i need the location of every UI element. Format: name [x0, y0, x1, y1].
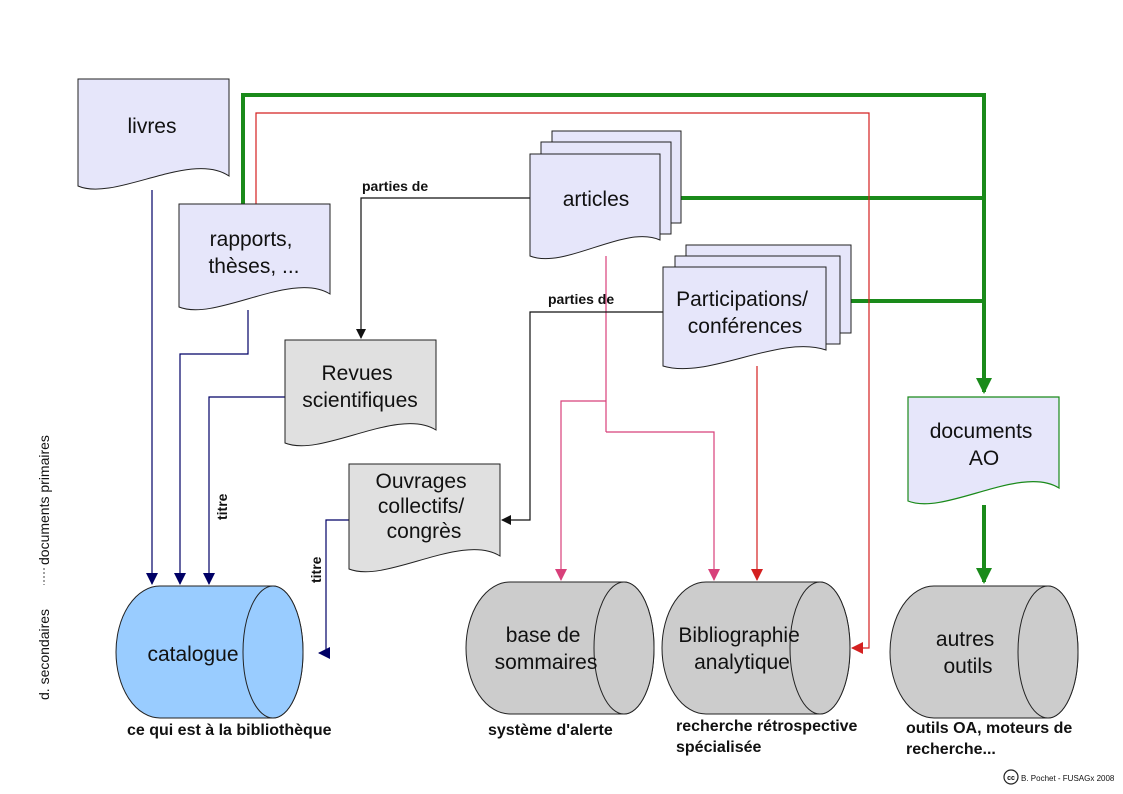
cc-icon-text: cc: [1007, 775, 1015, 782]
caption-bibliographie: recherche rétrospective spécialisée: [676, 718, 862, 756]
credit: cc B. Pochet - FUSAGx 2008: [1003, 769, 1115, 785]
edge-articles-to-sommaires: [555, 400, 606, 581]
edge-articles-to-revues: [356, 197, 530, 339]
edge-rapports-to-ao: [241, 93, 992, 394]
side-labels: documents primaires d. secondaires: [36, 435, 52, 700]
credit-text: B. Pochet - FUSAGx 2008: [1021, 774, 1115, 783]
node-documents-ao-label: documents AO: [930, 420, 1039, 470]
node-sommaires: base de sommaires: [465, 581, 655, 715]
node-articles: articles: [529, 130, 682, 260]
node-livres: livres: [77, 78, 230, 190]
edge-label-parties-de-1: parties de: [362, 178, 428, 194]
side-label-primaires: documents primaires: [36, 435, 52, 565]
edge-label-titre-2: titre: [308, 556, 324, 583]
edge-rapports-to-catalogue: [174, 310, 249, 585]
edge-label-parties-de-2: parties de: [548, 291, 614, 307]
node-participations-label: Participations/ conférences: [676, 288, 814, 338]
node-bibliographie-label: Bibliographie analytique: [678, 624, 805, 674]
node-autres-outils: autres outils: [889, 585, 1079, 719]
node-participations: Participations/ conférences: [662, 244, 852, 370]
node-autres-outils-label: autres outils: [936, 628, 1000, 678]
caption-autres-outils: outils OA, moteurs de recherche...: [906, 720, 1077, 758]
edge-label-titre-1: titre: [214, 493, 230, 520]
side-label-secondaires: d. secondaires: [36, 609, 52, 700]
caption-sommaires: système d'alerte: [488, 722, 613, 739]
node-catalogue: catalogue: [115, 585, 304, 719]
node-rapports-label: rapports, thèses, ...: [208, 228, 299, 278]
edge-revues-to-catalogue: [203, 396, 285, 585]
cc-icon: [1003, 769, 1019, 785]
node-catalogue-label: catalogue: [147, 643, 238, 666]
node-documents-ao: documents AO: [907, 396, 1060, 505]
node-ouvrages: Ouvrages collectifs/ congrès: [348, 463, 501, 573]
node-ouvrages-label: Ouvrages collectifs/ congrès: [376, 470, 473, 543]
node-bibliographie: Bibliographie analytique: [661, 581, 851, 715]
node-revues: Revues scientifiques: [284, 339, 437, 447]
node-livres-label: livres: [127, 115, 176, 138]
edge-articles-to-bibliographie: [606, 431, 720, 581]
edge-participations-to-ouvrages: [501, 311, 663, 525]
node-articles-label: articles: [563, 188, 630, 211]
connectors: [146, 93, 992, 659]
caption-catalogue: ce qui est à la bibliothèque: [127, 722, 332, 739]
node-rapports: rapports, thèses, ...: [178, 203, 331, 311]
edge-rapports-to-bibliographie: [255, 112, 870, 654]
edge-ouvrages-to-catalogue: [318, 519, 349, 659]
node-sommaires-label: base de sommaires: [495, 624, 598, 674]
node-revues-label: Revues scientifiques: [302, 362, 418, 412]
